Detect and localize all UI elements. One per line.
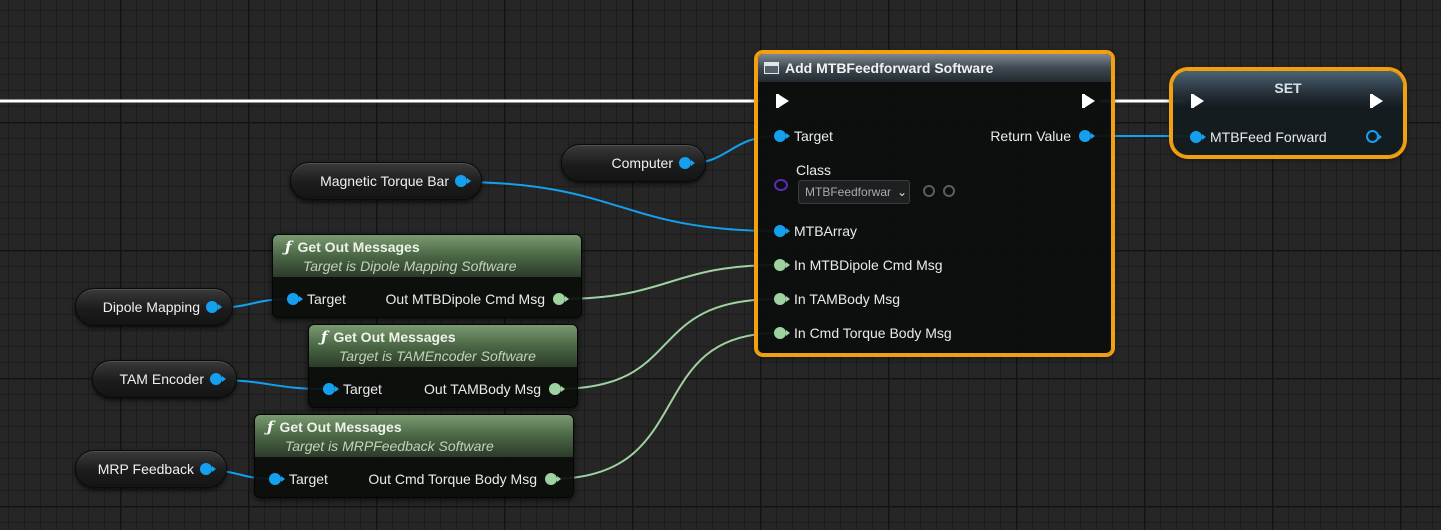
add-mtb-feedforward-node[interactable]: Add MTBFeedforward Software Target Retur…	[757, 53, 1112, 354]
tam-encoder-label: TAM Encoder	[119, 371, 204, 387]
return-value-label: Return Value	[990, 128, 1071, 144]
in-tam-label: In TAMBody Msg	[794, 291, 901, 307]
node-header: Add MTBFeedforward Software	[758, 54, 1111, 82]
target-label: Target	[794, 128, 833, 144]
mrp-feedback-output-pin[interactable]	[200, 463, 216, 475]
exec-input-pin[interactable]	[776, 94, 789, 108]
magnetic-torque-bar-label: Magnetic Torque Bar	[320, 173, 449, 189]
node-subtitle: Target is TAMEncoder Software	[339, 348, 536, 364]
in-dipole-row[interactable]: In MTBDipole Cmd Msg	[774, 257, 943, 273]
target-label: Target	[343, 381, 382, 397]
out-tam-body-pin[interactable]	[549, 383, 565, 395]
output-label: Out MTBDipole Cmd Msg	[385, 291, 545, 307]
get-out-messages-mrp-node[interactable]: ƒ Get Out Messages Target is MRPFeedback …	[254, 414, 574, 498]
class-dropdown[interactable]: MTBFeedforwar ⌄	[798, 180, 910, 204]
target-input-row[interactable]: Target	[323, 381, 382, 397]
node-header: ƒ Get Out Messages Target is MRPFeedback …	[255, 415, 573, 457]
use-selected-icon[interactable]	[923, 185, 935, 197]
in-cmd-torque-pin[interactable]	[774, 327, 790, 339]
in-torque-label: In Cmd Torque Body Msg	[794, 325, 952, 341]
tam-encoder-var-node[interactable]: TAM Encoder	[92, 360, 237, 398]
target-input-pin[interactable]	[323, 383, 339, 395]
in-dipole-label: In MTBDipole Cmd Msg	[794, 257, 943, 273]
mtb-array-label: MTBArray	[794, 223, 857, 239]
output-row[interactable]: Out Cmd Torque Body Msg	[368, 471, 561, 487]
output-label: Out Cmd Torque Body Msg	[368, 471, 537, 487]
magnetic-torque-bar-var-node[interactable]: Magnetic Torque Bar	[290, 162, 482, 200]
mtb-array-row[interactable]: MTBArray	[774, 223, 857, 239]
node-header: ƒ Get Out Messages Target is TAMEncoder S…	[309, 325, 577, 367]
exec-output-pin[interactable]	[1082, 94, 1095, 108]
target-label: Target	[289, 471, 328, 487]
mtb-array-pin[interactable]	[774, 225, 790, 237]
dipole-mapping-label: Dipole Mapping	[102, 299, 200, 315]
wire-tam-msg	[555, 298, 779, 390]
function-icon: ƒ	[267, 418, 274, 436]
chevron-down-icon: ⌄	[897, 185, 908, 199]
wire-mtb-array	[457, 181, 779, 232]
target-input-pin[interactable]	[774, 130, 790, 142]
mtbfeed-forward-output-pin[interactable]	[1366, 130, 1382, 143]
output-label: Out TAMBody Msg	[424, 381, 541, 397]
dipole-mapping-output-pin[interactable]	[206, 301, 222, 313]
computer-var-node[interactable]: Computer	[561, 144, 706, 182]
class-label: Class	[796, 162, 832, 178]
dipole-mapping-var-node[interactable]: Dipole Mapping	[75, 288, 233, 326]
wire-dipole-msg	[559, 264, 779, 300]
mrp-feedback-var-node[interactable]: MRP Feedback	[75, 450, 227, 488]
magnetic-torque-bar-output-pin[interactable]	[455, 175, 471, 187]
window-icon	[764, 62, 779, 74]
target-input-pin[interactable]	[269, 473, 285, 485]
target-row[interactable]: Target	[774, 128, 833, 144]
target-input-pin[interactable]	[287, 293, 303, 305]
target-label: Target	[307, 291, 346, 307]
set-node[interactable]: SET MTBFeed Forward	[1172, 70, 1404, 156]
mtbfeed-forward-input-pin[interactable]	[1190, 131, 1206, 143]
in-torque-row[interactable]: In Cmd Torque Body Msg	[774, 325, 952, 341]
get-out-messages-dipole-node[interactable]: ƒ Get Out Messages Target is Dipole Mappi…	[272, 234, 582, 318]
class-input-pin[interactable]	[774, 179, 788, 191]
set-title: SET	[1173, 71, 1403, 107]
in-tam-row[interactable]: In TAMBody Msg	[774, 291, 900, 307]
in-tam-body-pin[interactable]	[774, 293, 790, 305]
computer-output-pin[interactable]	[679, 157, 695, 169]
exec-input-pin[interactable]	[1191, 94, 1204, 108]
get-out-messages-tam-node[interactable]: ƒ Get Out Messages Target is TAMEncoder S…	[308, 324, 578, 408]
function-icon: ƒ	[321, 328, 328, 346]
out-cmd-torque-pin[interactable]	[545, 473, 561, 485]
target-input-row[interactable]: Target	[269, 471, 328, 487]
mtbfeed-forward-label: MTBFeed Forward	[1210, 129, 1327, 145]
node-title: Get Out Messages	[333, 329, 456, 345]
set-pin-row[interactable]: MTBFeed Forward	[1190, 129, 1327, 145]
class-value: MTBFeedforwar	[805, 185, 892, 199]
mrp-feedback-label: MRP Feedback	[97, 461, 194, 477]
node-subtitle: Target is MRPFeedback Software	[285, 438, 494, 454]
node-header: ƒ Get Out Messages Target is Dipole Mappi…	[273, 235, 581, 277]
return-value-pin[interactable]	[1079, 130, 1095, 142]
exec-output-pin[interactable]	[1370, 94, 1383, 108]
target-input-row[interactable]: Target	[287, 291, 346, 307]
in-mtb-dipole-pin[interactable]	[774, 259, 790, 271]
return-value-row[interactable]: Return Value	[990, 128, 1095, 144]
wire-torque-msg	[550, 332, 779, 480]
output-row[interactable]: Out TAMBody Msg	[424, 381, 565, 397]
node-subtitle: Target is Dipole Mapping Software	[303, 258, 517, 274]
node-title: Add MTBFeedforward Software	[785, 60, 994, 76]
out-mtb-dipole-pin[interactable]	[553, 293, 569, 305]
computer-label: Computer	[611, 155, 673, 171]
function-icon: ƒ	[285, 238, 292, 256]
output-row[interactable]: Out MTBDipole Cmd Msg	[385, 291, 569, 307]
node-title: Get Out Messages	[279, 419, 402, 435]
tam-encoder-output-pin[interactable]	[210, 373, 226, 385]
node-title: Get Out Messages	[297, 239, 420, 255]
browse-search-icon[interactable]	[943, 185, 955, 197]
